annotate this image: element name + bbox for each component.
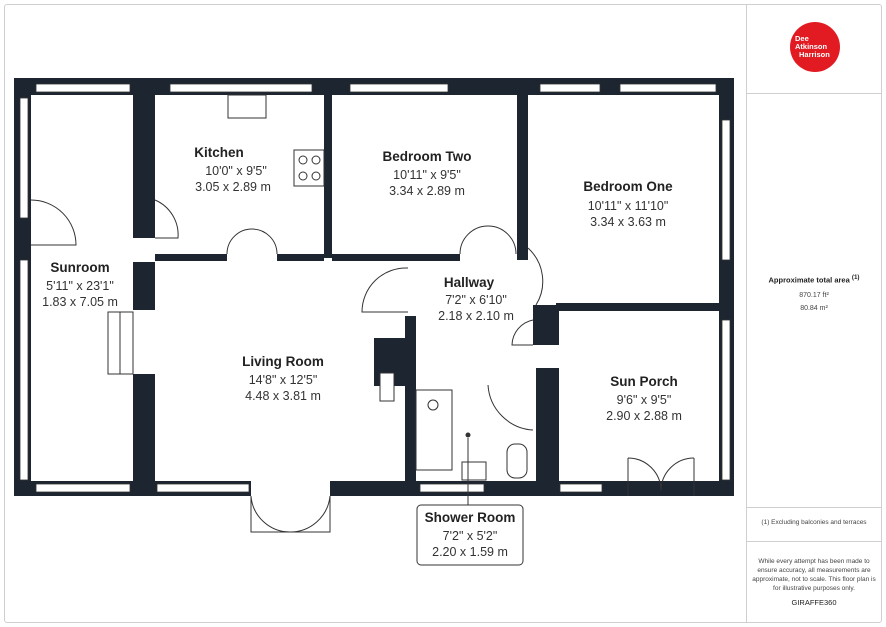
logo-line: Harrison (799, 50, 830, 59)
fireplace-icon (379, 372, 395, 402)
room-bedroom-two: Bedroom Two 10'11" x 9'5" 3.34 x 2.89 m (383, 149, 472, 198)
room-name: Kitchen (194, 145, 244, 160)
room-dimension-metric: 3.34 x 3.63 m (590, 215, 666, 229)
disclaimer-text: While every attempt has been made to ens… (752, 558, 876, 592)
room-dimension-metric: 2.20 x 1.59 m (432, 545, 508, 559)
room-name: Bedroom Two (383, 149, 472, 164)
room-name: Bedroom One (583, 179, 673, 194)
sink-icon (227, 94, 267, 119)
room-dimension-metric: 2.18 x 2.10 m (438, 309, 514, 323)
room-living-room: Living Room 14'8" x 12'5" 4.48 x 3.81 m (242, 354, 324, 403)
room-dimension-imperial: 10'11" x 11'10" (588, 199, 669, 213)
logo-line: Atkinson (795, 42, 828, 51)
room-sun-porch: Sun Porch 9'6" x 9'5" 2.90 x 2.88 m (606, 374, 682, 423)
room-dimension-imperial: 14'8" x 12'5" (249, 373, 318, 387)
sidebar-rule (747, 541, 882, 542)
sidebar-divider (746, 4, 747, 623)
room-dimension-metric: 3.05 x 2.89 m (195, 180, 271, 194)
room-dimension-imperial: 10'11" x 9'5" (393, 168, 461, 182)
room-dimension-metric: 1.83 x 7.05 m (42, 295, 118, 309)
doors (30, 199, 695, 533)
room-kitchen: Kitchen 10'0" x 9'5" 3.05 x 2.89 m (194, 145, 271, 194)
toilet-icon (506, 443, 528, 479)
room-name: Shower Room (425, 510, 516, 525)
windows (19, 83, 731, 493)
room-dimension-imperial: 7'2" x 6'10" (445, 293, 507, 307)
room-dimension-imperial: 5'11" x 23'1" (46, 279, 114, 293)
area-footnote-mark: (1) (851, 274, 860, 281)
room-hallway: Hallway 7'2" x 6'10" 2.18 x 2.10 m (438, 275, 514, 323)
basin-icon (461, 461, 487, 481)
logo-line: Dee (795, 34, 809, 43)
room-dimension-imperial: 10'0" x 9'5" (205, 164, 267, 178)
floor-plan: Kitchen 10'0" x 9'5" 3.05 x 2.89 m Bedro… (14, 78, 734, 566)
area-title-text: Approximate total area (768, 275, 850, 285)
room-dimension-metric: 3.34 x 2.89 m (389, 184, 465, 198)
room-name: Sun Porch (610, 374, 678, 389)
sidebar-rule (747, 507, 882, 508)
room-dimension-imperial: 7'2" x 5'2" (443, 529, 498, 543)
room-dimension-imperial: 9'6" x 9'5" (617, 393, 672, 407)
room-sunroom: Sunroom 5'11" x 23'1" 1.83 x 7.05 m (42, 260, 118, 309)
area-sqft: 870.17 ft² (799, 292, 829, 299)
brand-logo: Dee Atkinson Harrison (790, 22, 840, 72)
page-frame (4, 4, 882, 623)
room-dimension-metric: 4.48 x 3.81 m (245, 389, 321, 403)
room-dimension-metric: 2.90 x 2.88 m (606, 409, 682, 423)
hob-icon (293, 149, 325, 187)
room-shower-room: Shower Room 7'2" x 5'2" 2.20 x 1.59 m (425, 510, 516, 559)
sidebar-rule (747, 93, 882, 94)
shower-room-callout (416, 438, 524, 566)
area-footnote: (1) Excluding balconies and terraces (761, 519, 867, 526)
room-bedroom-one: Bedroom One 10'11" x 11'10" 3.34 x 3.63 … (583, 179, 673, 229)
brand-credit: GIRAFFE360 (791, 598, 837, 607)
area-sqm: 80.84 m² (800, 305, 828, 312)
room-name: Living Room (242, 354, 324, 369)
room-name: Sunroom (50, 260, 109, 275)
area-title: Approximate total area (1) (750, 274, 878, 285)
room-name: Hallway (444, 275, 495, 290)
walls (14, 78, 734, 496)
